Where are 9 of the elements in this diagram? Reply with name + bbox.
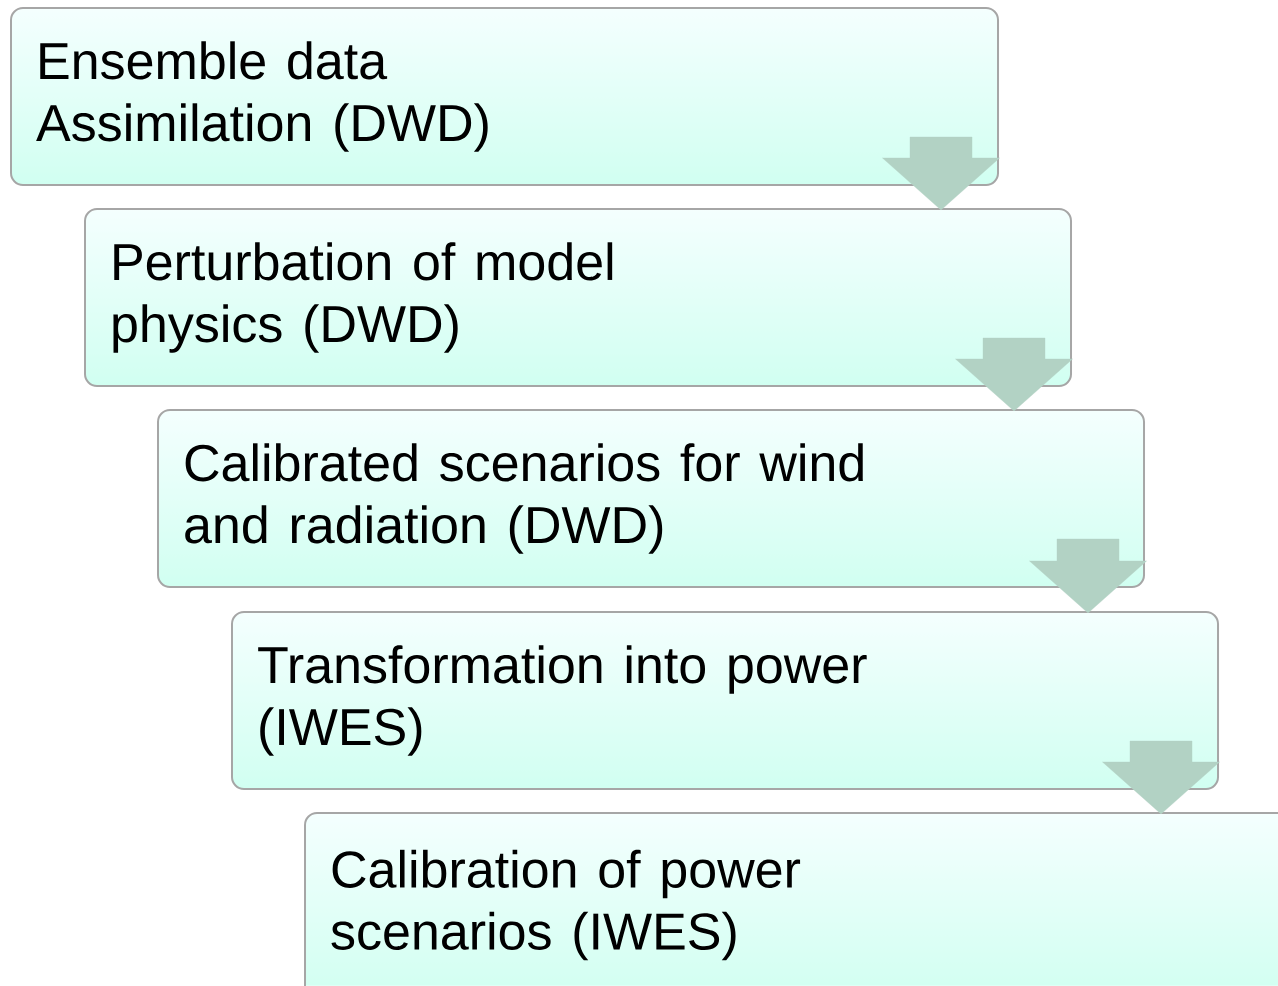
arrow [955, 337, 1073, 412]
process-box: Perturbation of model physics (DWD) [84, 208, 1072, 387]
arrow [1102, 740, 1220, 815]
process-box: Calibrated scenarios for wind and radiation (DWD) [157, 409, 1145, 588]
process-box: Ensemble data Assimilation (DWD) [10, 7, 999, 186]
process-box: Calibration of power scenarios (IWES) [304, 812, 1278, 986]
process-box: Transformation into power (IWES) [231, 611, 1219, 790]
arrow [882, 136, 1000, 211]
arrow [1029, 538, 1147, 614]
